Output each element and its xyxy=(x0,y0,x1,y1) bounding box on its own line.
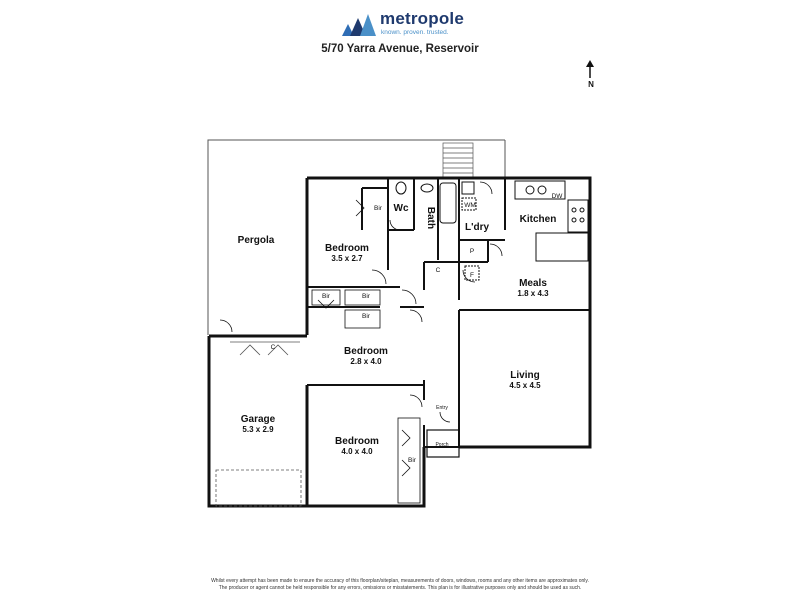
bedroom2-label: Bedroom xyxy=(344,346,388,357)
living-dims: 4.5 x 4.5 xyxy=(509,381,541,390)
north-arrow-icon xyxy=(586,60,594,78)
fridge-label: F xyxy=(470,272,474,279)
disclaimer: Whilst every attempt has been made to en… xyxy=(100,578,700,591)
metropole-logo-icon xyxy=(342,14,376,36)
garage-label: Garage xyxy=(241,414,276,425)
pergola-label: Pergola xyxy=(238,235,275,246)
laundry-label: L'dry xyxy=(465,222,489,233)
garage-cupboard-label: C xyxy=(271,344,276,351)
bath-label: Bath xyxy=(425,207,436,229)
bedroom3-label: Bedroom xyxy=(335,436,379,447)
washing-machine-label: WM xyxy=(464,202,476,209)
kitchen-label: Kitchen xyxy=(520,214,557,225)
interior-walls xyxy=(307,178,590,448)
living-label: Living xyxy=(510,370,539,381)
bedroom1-dims: 3.5 x 2.7 xyxy=(331,254,363,263)
bedroom2-dims: 2.8 x 4.0 xyxy=(350,357,382,366)
pergola-area xyxy=(207,139,506,335)
bir-label-bed2c: Bir xyxy=(362,313,371,320)
wc-label: Wc xyxy=(394,203,409,214)
disclaimer-line-2: The producer or agent cannot be held res… xyxy=(218,584,582,591)
north-label: N xyxy=(588,80,594,89)
bir-label-bed1: Bir xyxy=(374,205,383,212)
wardrobes xyxy=(311,199,421,504)
brand-tagline: known. proven. trusted. xyxy=(381,29,449,36)
garage-dims: 5.3 x 2.9 xyxy=(242,425,274,434)
porch-label: Porch xyxy=(435,442,448,448)
garage-details xyxy=(215,341,302,507)
bedroom3-dims: 4.0 x 4.0 xyxy=(341,447,373,456)
rear-stairs xyxy=(442,142,474,179)
pantry-label: P xyxy=(470,248,474,255)
meals-dims: 1.8 x 4.3 xyxy=(517,289,549,298)
bir-label-bed2b: Bir xyxy=(362,293,371,300)
dishwasher-label: DW xyxy=(552,193,564,200)
linen-cupboard-label: C xyxy=(436,267,441,274)
meals-label: Meals xyxy=(519,278,547,289)
property-address: 5/70 Yarra Avenue, Reservoir xyxy=(321,43,479,55)
brand-name: metropole xyxy=(380,9,464,28)
disclaimer-line-1: Whilst every attempt has been made to en… xyxy=(211,578,589,584)
bir-label-bed3: Bir xyxy=(408,457,417,464)
porch-outline xyxy=(426,429,460,458)
bir-label-bed2a: Bir xyxy=(322,293,331,300)
kitchen-benches xyxy=(514,180,589,262)
bedroom1-label: Bedroom xyxy=(325,243,369,254)
entry-label: Entry xyxy=(436,405,448,411)
bathroom-fixtures xyxy=(395,181,480,281)
door-swings xyxy=(219,181,503,423)
